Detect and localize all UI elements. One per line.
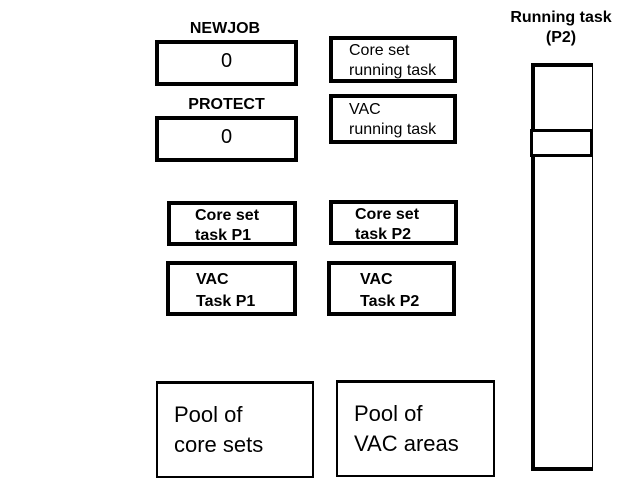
vac-task-p2-box: VAC Task P2: [327, 261, 456, 316]
protect-label: PROTECT: [188, 96, 265, 113]
pool-of-vac-areas: Pool of VAC areas: [336, 380, 495, 477]
running-task-slot: [530, 129, 593, 157]
vac-running-task-box: VAC running task: [329, 94, 457, 144]
vac-task-p1-box: VAC Task P1: [166, 261, 297, 316]
protect-register: 0: [155, 116, 298, 162]
core-set-task-p2-box: Core set task P2: [329, 200, 458, 245]
newjob-label: NEWJOB: [189, 20, 261, 37]
pool-of-core-sets: Pool of core sets: [156, 381, 314, 478]
running-task-title: Running task (P2): [510, 9, 612, 46]
core-set-task-p1-box: Core set task P1: [167, 201, 297, 246]
running-task-column: [531, 63, 593, 471]
core-set-running-task-box: Core set running task: [329, 36, 457, 83]
newjob-register: 0: [155, 40, 298, 86]
